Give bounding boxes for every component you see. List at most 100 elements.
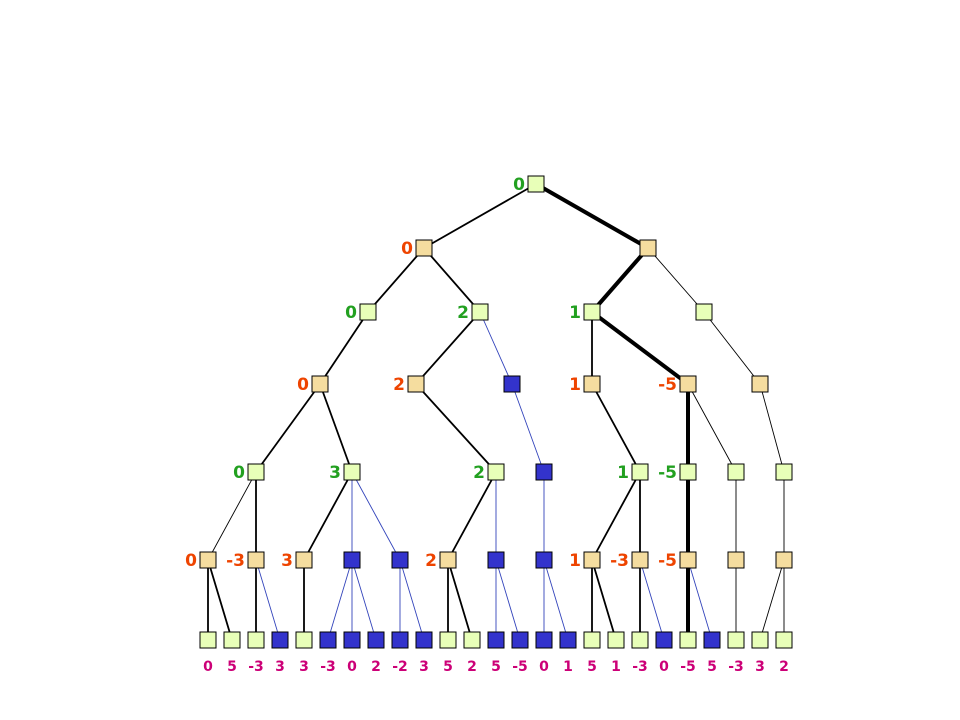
pruned-edge — [687, 559, 713, 641]
pruned-edge — [479, 311, 513, 385]
leaf-node — [775, 631, 793, 649]
tree-edge — [319, 311, 369, 385]
tree-nodes — [199, 175, 793, 649]
node-value-b1b: -5 — [658, 375, 677, 395]
pruned-node-m7 — [487, 551, 505, 569]
principal-variation-edge — [534, 182, 650, 250]
tree-edge — [415, 383, 497, 473]
max-node-a1a2 — [343, 463, 361, 481]
pruned-edge — [639, 559, 665, 641]
node-value-m2: -3 — [226, 551, 245, 571]
tree-edge — [703, 311, 761, 385]
leaf-value: 3 — [275, 659, 285, 675]
pruned-node-a2b — [503, 375, 521, 393]
node-value-m6: 2 — [425, 551, 437, 571]
max-node-a2a1 — [487, 463, 505, 481]
max-node-a1a1 — [247, 463, 265, 481]
max-node-b2 — [695, 303, 713, 321]
pruned-edge — [327, 559, 353, 641]
tree-edge — [367, 247, 425, 313]
leaf-node — [607, 631, 625, 649]
leaf-value: -3 — [248, 659, 264, 675]
leaf-node — [751, 631, 769, 649]
leaf-node — [487, 631, 505, 649]
leaf-value: 3 — [755, 659, 765, 675]
leaf-value: -3 — [728, 659, 744, 675]
tree-edge — [303, 471, 353, 561]
node-value-b1a1: 1 — [617, 463, 629, 483]
leaf-node — [319, 631, 337, 649]
leaf-value: 5 — [707, 659, 717, 675]
node-value-a2a1: 2 — [473, 463, 485, 483]
leaf-node — [727, 631, 745, 649]
node-value-m9: 1 — [569, 551, 581, 571]
min-node-a1a — [311, 375, 329, 393]
tree-edge — [207, 471, 257, 561]
min-node-b1b — [679, 375, 697, 393]
leaf-value: 2 — [467, 659, 477, 675]
pruned-edge — [511, 383, 545, 473]
node-value-b1: 1 — [569, 303, 581, 323]
max-node-b2a1 — [775, 463, 793, 481]
tree-edge — [415, 311, 481, 385]
leaf-value: -3 — [632, 659, 648, 675]
leaf-value: 5 — [587, 659, 597, 675]
node-value-m1: 0 — [185, 551, 197, 571]
leaf-node — [343, 631, 361, 649]
leaf-node — [295, 631, 313, 649]
max-node-b1b1 — [679, 463, 697, 481]
max-node-a2 — [471, 303, 489, 321]
leaf-node — [415, 631, 433, 649]
leaf-node — [631, 631, 649, 649]
pruned-edge — [543, 559, 569, 641]
leaf-value: 0 — [203, 659, 213, 675]
pruned-node-a2b1 — [535, 463, 553, 481]
min-node-m13 — [775, 551, 793, 569]
leaf-value: 1 — [563, 659, 573, 675]
leaf-value: 5 — [491, 659, 501, 675]
tree-edge — [647, 247, 705, 313]
leaf-node — [439, 631, 457, 649]
node-value-b1a: 1 — [569, 375, 581, 395]
leaf-value: 2 — [371, 659, 381, 675]
min-node-m10 — [631, 551, 649, 569]
leaf-node — [655, 631, 673, 649]
min-node-a — [415, 239, 433, 257]
leaf-value: -2 — [392, 659, 408, 675]
leaf-value: 0 — [347, 659, 357, 675]
tree-edge — [423, 183, 537, 249]
leaf-value: 3 — [299, 659, 309, 675]
min-node-m11 — [679, 551, 697, 569]
leaf-value: -3 — [320, 659, 336, 675]
max-node-b1 — [583, 303, 601, 321]
tree-edge — [423, 247, 481, 313]
leaf-node — [367, 631, 385, 649]
node-value-a: 0 — [401, 239, 413, 259]
node-value-a1a: 0 — [297, 375, 309, 395]
leaf-node — [391, 631, 409, 649]
leaf-node — [679, 631, 697, 649]
tree-edge — [447, 471, 497, 561]
tree-edge — [759, 559, 785, 641]
node-value-a1a1: 0 — [233, 463, 245, 483]
node-value-a1: 0 — [345, 303, 357, 323]
leaf-node — [583, 631, 601, 649]
pruned-edge — [351, 471, 401, 561]
max-node-b1a1 — [631, 463, 649, 481]
node-value-a1a2: 3 — [329, 463, 341, 483]
tree-edge — [255, 383, 321, 473]
tree-edge — [591, 559, 617, 641]
leaf-node — [511, 631, 529, 649]
leaf-value: 1 — [611, 659, 621, 675]
tree-edge — [591, 383, 641, 473]
principal-variation-edge — [590, 246, 650, 314]
node-value-m3: 3 — [281, 551, 293, 571]
leaf-value: 0 — [659, 659, 669, 675]
leaf-node — [247, 631, 265, 649]
min-node-m6 — [439, 551, 457, 569]
tree-edge — [591, 471, 641, 561]
leaf-value: 0 — [539, 659, 549, 675]
